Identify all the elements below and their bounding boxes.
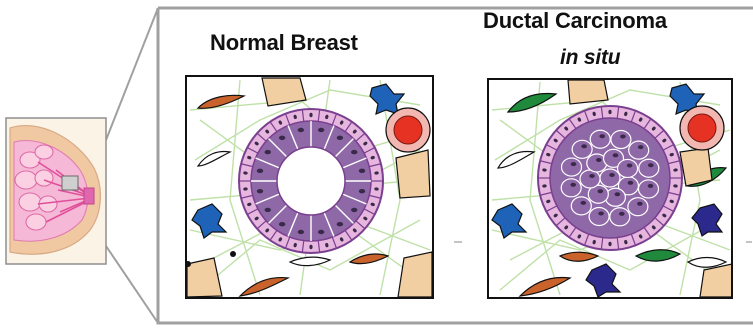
tumor-cell (571, 197, 591, 215)
luminal-nucleus (318, 230, 324, 234)
luminal-nucleus (351, 150, 357, 154)
normal-breast-title: Normal Breast (210, 30, 358, 56)
duct-lumen (277, 147, 345, 215)
luminal-nucleus (265, 208, 271, 212)
tumor-cell (580, 170, 600, 188)
tumor-cell (610, 208, 630, 226)
tumor-cell (589, 207, 609, 225)
blood-vessel (386, 108, 430, 152)
luminal-nucleus (298, 230, 304, 234)
normal-breast-panel (185, 76, 433, 298)
luminal-nucleus (337, 222, 343, 226)
luminal-nucleus (318, 128, 324, 132)
tumor-cell (611, 131, 631, 149)
adipocyte (680, 148, 712, 186)
dcis-duct (538, 106, 682, 250)
luminal-nucleus (359, 189, 365, 193)
tumor-cell (590, 130, 610, 148)
myoepithelial-nucleus (608, 242, 611, 246)
luminal-nucleus (298, 128, 304, 132)
tumor-cell (618, 159, 638, 177)
luminal-nucleus (337, 136, 343, 140)
luminal-nucleus (279, 222, 285, 226)
adipocyte (396, 150, 430, 198)
blood-vessel (680, 106, 724, 150)
tumor-cell (638, 180, 658, 198)
tumor-cell (629, 141, 649, 159)
tumor-cell (572, 140, 592, 158)
dcis-title: Ductal Carcinoma (483, 8, 667, 34)
breast-anatomy-icon (6, 118, 106, 264)
myoepithelial-nucleus (309, 245, 312, 249)
myoepithelial-nucleus (608, 110, 611, 114)
adipocyte (568, 80, 608, 104)
tumor-cell (561, 179, 581, 197)
tumor-cell (600, 169, 620, 187)
luminal-nucleus (359, 169, 365, 173)
myoepithelial-nucleus (309, 113, 312, 117)
dcis-panel (488, 79, 732, 298)
luminal-nucleus (257, 189, 263, 193)
dcis-subtitle: in situ (560, 46, 620, 70)
tumor-cell (639, 159, 659, 177)
tumor-cell (562, 158, 582, 176)
normal-duct (239, 109, 383, 253)
luminal-nucleus (279, 136, 285, 140)
luminal-nucleus (265, 150, 271, 154)
luminal-nucleus (351, 208, 357, 212)
luminal-nucleus (257, 169, 263, 173)
tumor-cell (628, 198, 648, 216)
